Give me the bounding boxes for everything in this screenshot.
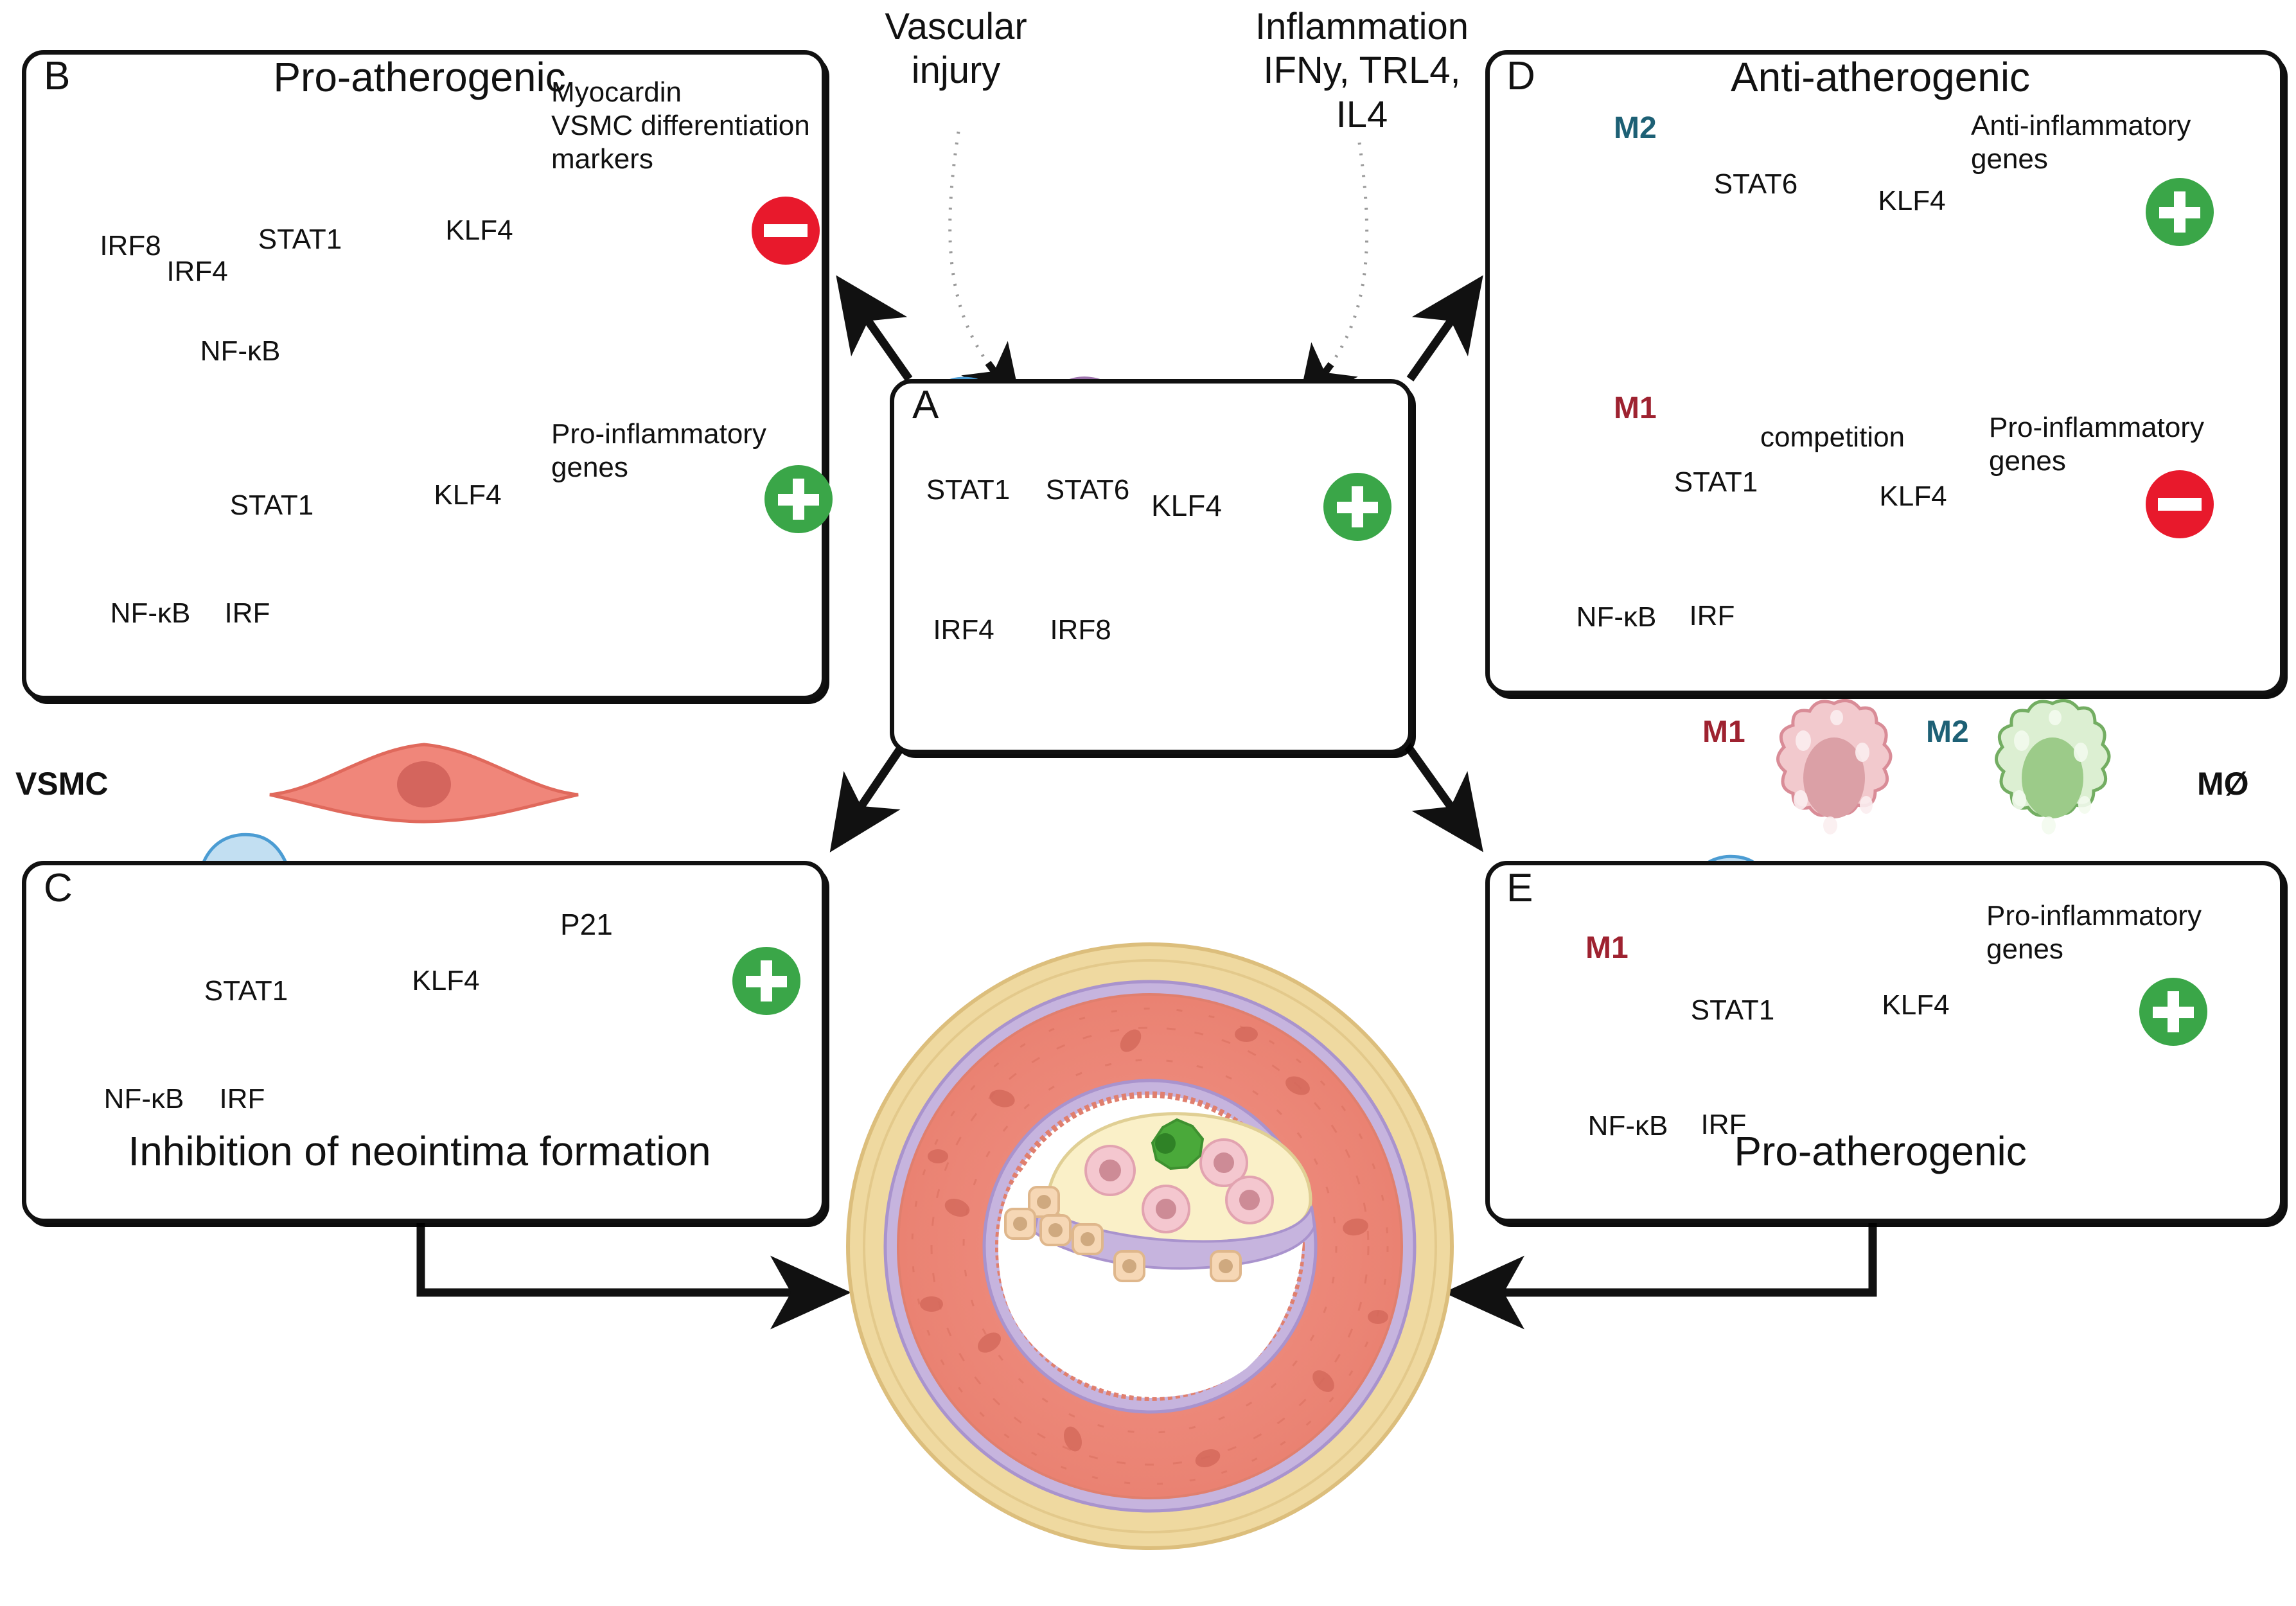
- target-gene-c: P21: [560, 908, 613, 941]
- panel-c: [22, 861, 826, 1223]
- arrow-a-to-e: [1403, 743, 1483, 852]
- panel-letter-e: E: [1506, 866, 1533, 910]
- protein-label-stat1: STAT1: [1690, 994, 1775, 1026]
- protein-label-stat6: STAT6: [1045, 474, 1130, 506]
- outcome-minus-icon: [752, 197, 820, 265]
- panel-e-caption: Pro-atherogenic: [1734, 1128, 2027, 1174]
- panel-c-caption: Inhibition of neointima formation: [128, 1128, 711, 1174]
- panel-e-m1-state: M1: [1585, 931, 1629, 965]
- panel-b-title: Pro-atherogenic: [273, 54, 566, 100]
- competition-label: competition: [1760, 421, 1905, 453]
- protein-label-irf4: IRF4: [933, 614, 994, 646]
- target-gene-a: KLF4: [1151, 489, 1222, 522]
- protein-label-stat1: STAT1: [229, 490, 314, 521]
- target-genes-d-m1: Pro-inflammatory genes: [1989, 412, 2204, 477]
- protein-label-klf4: KLF4: [1878, 185, 1946, 216]
- protein-label-nfkb: NF-κB: [110, 597, 191, 629]
- panel-letter-b: B: [44, 54, 71, 98]
- panel-a: [890, 379, 1413, 754]
- outcome-plus-icon: [2139, 978, 2207, 1046]
- m2-macrophage-cell: [1995, 699, 2111, 834]
- protein-label-nfkb: NF-κB: [1576, 601, 1657, 633]
- vsmc-cell: [269, 743, 579, 824]
- m1-cell-label: M1: [1702, 715, 1745, 749]
- protein-label-stat1: STAT1: [926, 474, 1011, 506]
- m2-cell-label: M2: [1926, 715, 1969, 749]
- macrophage-green: [1151, 1118, 1205, 1170]
- target-genes-d-m2: Anti-inflammatory genes: [1971, 110, 2191, 175]
- protein-label-stat6: STAT6: [1713, 168, 1798, 200]
- panel-b: [22, 50, 826, 700]
- protein-label-irf8: IRF8: [1050, 614, 1111, 646]
- protein-label-stat1: STAT1: [258, 224, 342, 255]
- outcome-plus-icon: [2146, 178, 2214, 246]
- protein-label-nfkb: NF-κB: [200, 335, 281, 367]
- panel-d: [1485, 50, 2284, 695]
- protein-label-irf: IRF: [219, 1083, 265, 1115]
- m1-macrophage-cell: [1776, 699, 1893, 834]
- protein-label-irf: IRF: [1689, 600, 1735, 631]
- protein-label-nfkb: NF-κB: [103, 1083, 184, 1115]
- outcome-plus-icon: [732, 947, 800, 1015]
- outcome-plus-icon: [1323, 473, 1391, 541]
- panel-letter-a: A: [912, 383, 939, 427]
- protein-label-nfkb: NF-κB: [1587, 1110, 1668, 1142]
- target-genes-e: Pro-inflammatory genes: [1986, 900, 2202, 965]
- protein-label-irf: IRF: [224, 597, 270, 629]
- panel-e: [1485, 861, 2284, 1223]
- arrow-a-to-c: [829, 743, 906, 852]
- arrow-a-to-b: [836, 275, 913, 382]
- target-genes-b-row1: Myocardin VSMC differentiation markers: [551, 76, 810, 175]
- protein-label-stat1: STAT1: [1673, 466, 1758, 498]
- panel-d-m1-state: M1: [1614, 391, 1657, 425]
- protein-label-stat1: STAT1: [204, 975, 288, 1007]
- stimulus-inflammation: Inflammation IFNy, TRL4, IL4: [1255, 6, 1469, 136]
- protein-label-klf4: KLF4: [445, 215, 513, 246]
- vsmc-label: VSMC: [15, 766, 109, 802]
- artery-cross-section: [846, 942, 1454, 1550]
- arrow-a-to-d: [1406, 275, 1483, 382]
- stimulus-vascular-injury: Vascular injury: [885, 6, 1027, 92]
- panel-letter-c: C: [44, 866, 73, 910]
- protein-label-irf: IRF: [1700, 1109, 1747, 1140]
- stimulus-connector-inflammation: [1296, 142, 1369, 411]
- panel-letter-d: D: [1506, 54, 1535, 98]
- protein-label-klf4: KLF4: [1879, 481, 1947, 512]
- foam-cell: [1084, 1138, 1274, 1233]
- intima-cells: [1004, 1186, 1242, 1282]
- outcome-plus-icon: [764, 465, 833, 533]
- protein-label-klf4: KLF4: [434, 479, 502, 511]
- connector-e-to-artery: [1444, 1217, 1877, 1330]
- panel-d-m2-state: M2: [1614, 111, 1657, 145]
- macrophage-label: MØ: [2197, 766, 2249, 802]
- stimulus-connector-vascular-injury: [948, 131, 1023, 410]
- protein-label-klf4: KLF4: [1882, 989, 1950, 1021]
- outcome-minus-icon: [2146, 470, 2214, 538]
- target-genes-b-row2: Pro-inflammatory genes: [551, 418, 766, 483]
- panel-d-title: Anti-atherogenic: [1730, 54, 2031, 100]
- protein-label-klf4: KLF4: [412, 965, 480, 996]
- protein-label-irf8: IRF8: [100, 230, 161, 261]
- protein-label-irf4: IRF4: [166, 256, 228, 287]
- connector-c-to-artery: [416, 1217, 851, 1330]
